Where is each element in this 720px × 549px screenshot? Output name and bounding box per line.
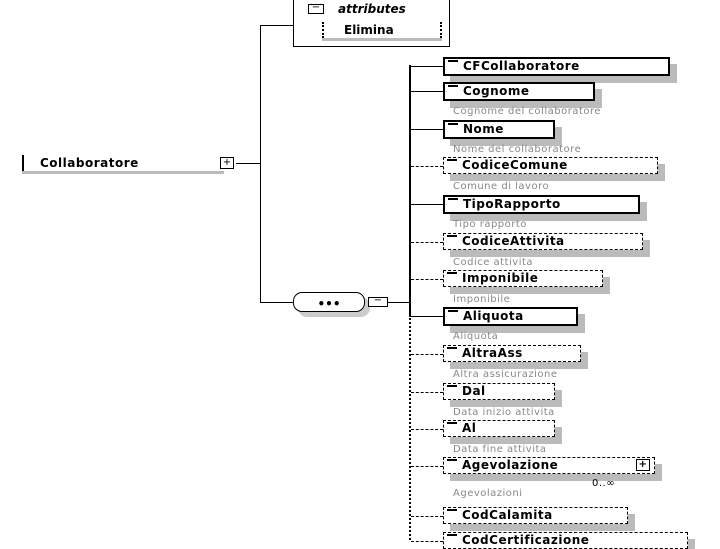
collapse-minus-icon[interactable]: − xyxy=(308,3,324,14)
element-description: Codice attivita xyxy=(453,257,534,268)
element-description: Data inizio attivita xyxy=(453,407,555,418)
element-codcalamita[interactable]: CodCalamita xyxy=(443,507,628,524)
element-icon xyxy=(447,272,457,277)
connector xyxy=(411,242,443,243)
expand-plus-icon[interactable]: + xyxy=(636,459,650,471)
collapse-minus-icon[interactable]: − xyxy=(368,296,388,307)
element-description: Nome del collaboratore xyxy=(453,144,582,155)
element-agevolazione[interactable]: Agevolazione + xyxy=(443,457,655,474)
connector xyxy=(411,354,443,355)
connector xyxy=(411,66,443,67)
element-icon xyxy=(447,509,457,514)
element-icon xyxy=(447,459,457,464)
element-label: CodiceAttivita xyxy=(462,234,565,248)
occurrence-label: 0..∞ xyxy=(592,478,616,489)
element-description: Comune di lavoro xyxy=(453,181,550,192)
element-label: CodCertificazione xyxy=(462,533,590,547)
connector xyxy=(411,392,443,393)
element-cfcollaboratore[interactable]: CFCollaboratore xyxy=(443,57,670,76)
element-altraass[interactable]: AltraAss xyxy=(443,345,581,362)
attributes-header: attributes xyxy=(338,2,406,16)
element-icon xyxy=(447,422,457,427)
element-description: Altra assicurazione xyxy=(453,369,558,380)
expand-plus-icon[interactable]: + xyxy=(220,157,234,169)
attributes-box: − attributes Elimina xyxy=(293,0,450,47)
attribute-elimina[interactable]: Elimina xyxy=(322,22,442,38)
element-label: Agevolazione xyxy=(462,458,559,472)
connector xyxy=(411,516,443,517)
element-cognome[interactable]: Cognome xyxy=(443,82,595,101)
element-codicecomune[interactable]: CodiceComune xyxy=(443,157,658,174)
connector xyxy=(260,25,261,303)
connector xyxy=(236,163,260,164)
element-aliquota[interactable]: Aliquota xyxy=(443,307,578,326)
element-label: TipoRapporto xyxy=(463,197,561,211)
element-icon xyxy=(447,235,457,240)
element-description: Imponibile xyxy=(453,294,511,305)
sequence-line-optional xyxy=(409,315,411,540)
connector xyxy=(260,302,293,303)
connector xyxy=(411,204,443,205)
root-element-label: Collaboratore xyxy=(40,156,139,170)
element-icon xyxy=(447,534,457,539)
element-label: Dal xyxy=(462,384,486,398)
connector xyxy=(411,429,443,430)
element-description: Data fine attivita xyxy=(453,444,547,455)
element-icon xyxy=(447,159,457,164)
element-codiceattivita[interactable]: CodiceAttivita xyxy=(443,233,643,250)
element-icon xyxy=(448,198,458,203)
element-dal[interactable]: Dal xyxy=(443,383,555,400)
element-description: Aliquota xyxy=(453,331,499,342)
connector xyxy=(411,91,443,92)
sequence-label: ••• xyxy=(317,297,341,311)
element-al[interactable]: Al xyxy=(443,420,555,437)
element-label: CodiceComune xyxy=(462,158,568,172)
element-icon xyxy=(447,385,457,390)
element-label: Aliquota xyxy=(463,309,524,323)
connector xyxy=(411,166,443,167)
connector xyxy=(388,302,410,303)
element-icon xyxy=(448,60,458,65)
element-icon xyxy=(448,123,458,128)
element-nome[interactable]: Nome xyxy=(443,120,555,139)
element-label: Cognome xyxy=(463,84,530,98)
connector xyxy=(411,129,443,130)
element-icon xyxy=(447,347,457,352)
connector xyxy=(411,316,443,317)
sequence-compositor[interactable]: ••• xyxy=(293,292,365,312)
root-element-collaboratore[interactable]: Collaboratore xyxy=(22,155,224,171)
element-label: Imponibile xyxy=(462,271,539,285)
sequence-line xyxy=(409,65,411,315)
element-icon xyxy=(448,310,458,315)
element-label: Nome xyxy=(463,122,504,136)
element-label: CFCollaboratore xyxy=(463,59,580,73)
element-description: Tipo rapporto xyxy=(453,219,527,230)
connector xyxy=(411,279,443,280)
element-codcertificazione[interactable]: CodCertificazione xyxy=(443,532,688,549)
element-label: Al xyxy=(462,421,477,435)
element-label: AltraAss xyxy=(462,346,523,360)
element-description: Agevolazioni xyxy=(453,488,523,499)
connector xyxy=(260,25,293,26)
connector xyxy=(411,466,443,467)
element-imponibile[interactable]: Imponibile xyxy=(443,270,603,287)
element-tiporapporto[interactable]: TipoRapporto xyxy=(443,195,640,214)
connector xyxy=(411,541,443,542)
element-label: CodCalamita xyxy=(462,508,553,522)
element-description: Cognome del collaboratore xyxy=(453,106,602,117)
attribute-label: Elimina xyxy=(344,23,394,37)
element-icon xyxy=(448,85,458,90)
